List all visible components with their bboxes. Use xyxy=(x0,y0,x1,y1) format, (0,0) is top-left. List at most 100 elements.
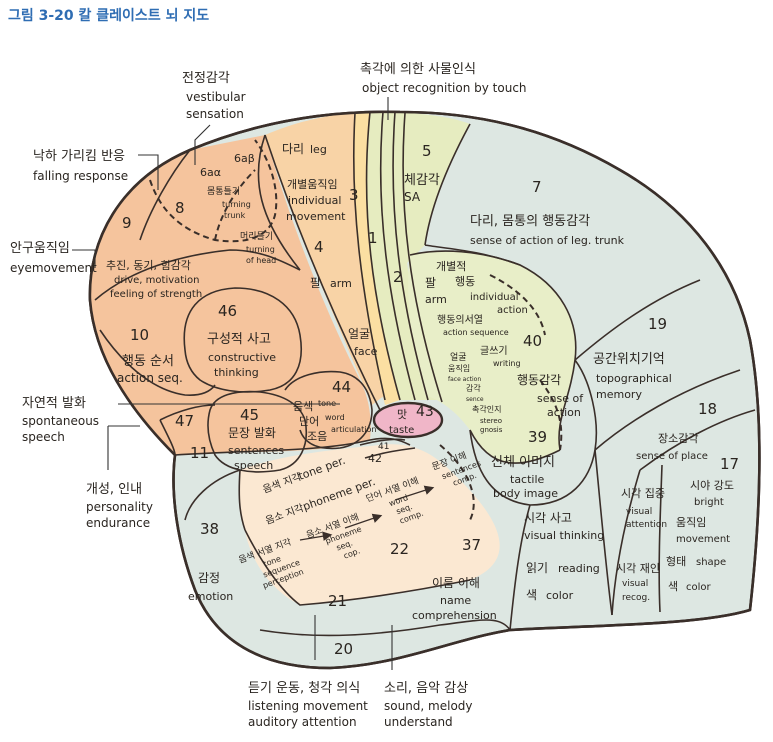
body-ko: 신체 이미지 xyxy=(491,455,555,470)
area-18: 18 xyxy=(698,400,717,418)
vrec-en2: recog. xyxy=(622,593,650,603)
callouts: 전정감각 vestibular sensation 촉각에 의한 사물인식 ob… xyxy=(10,62,527,729)
writing-en: writing xyxy=(493,359,521,368)
area-6ab: 6aβ xyxy=(234,152,255,165)
area-37: 37 xyxy=(462,536,481,554)
arm-en: arm xyxy=(330,277,352,290)
area-46-en1: constructive xyxy=(208,351,276,364)
topo-ko: 공간위치기억 xyxy=(593,352,665,367)
area-43: 43 xyxy=(416,404,434,420)
region-borders xyxy=(88,110,761,670)
bright-ko: 시야 강도 xyxy=(690,479,734,492)
artic-en: articulation xyxy=(331,425,376,434)
faceact-en: face action xyxy=(448,376,481,383)
body-en1: tactile xyxy=(510,473,545,486)
topo-en1: topographical xyxy=(596,372,672,385)
area-44: 44 xyxy=(332,378,351,396)
turning-trunk-en2: trunk xyxy=(224,211,246,220)
vthink-en: visual thinking xyxy=(524,529,604,542)
callout-person-en1: personality xyxy=(86,500,153,514)
region-area-40 xyxy=(408,251,576,464)
region-premotor xyxy=(265,113,385,405)
taste-en: taste xyxy=(389,425,414,436)
callout-listen-en1: listening movement xyxy=(248,699,368,713)
region-taste xyxy=(372,401,444,439)
area-8: 8 xyxy=(175,199,185,217)
read-en: reading xyxy=(558,562,600,575)
area-22: 22 xyxy=(390,540,409,558)
tone-ko: 음색 xyxy=(293,400,313,413)
indiv-en1: individual xyxy=(288,194,341,207)
area-1: 1 xyxy=(368,229,378,247)
drive-en2: feeling of strength xyxy=(110,289,202,300)
region-prefrontal xyxy=(89,135,371,455)
faceact-ko2: 움직임 xyxy=(448,363,470,373)
arm-ko: 팔 xyxy=(310,276,321,290)
callout-eye-ko: 안구움직임 xyxy=(10,241,70,256)
emotion-en: emotion xyxy=(188,590,233,603)
indact-en1: individual xyxy=(470,292,519,303)
area-21: 21 xyxy=(328,592,347,610)
turning-head-ko: 머리틀기 xyxy=(240,231,273,242)
artic-ko: 조음 xyxy=(307,430,327,443)
area-labels: 6aα 6aβ 8 9 몸통틀기 turning trunk 머리틀기 turn… xyxy=(106,142,739,658)
callout-person-ko: 개성, 인내 xyxy=(86,482,142,497)
area-7: 7 xyxy=(532,178,542,196)
soa-ko: 행동감각 xyxy=(517,372,561,387)
stereo-ko2: 촉각인지 xyxy=(472,404,501,414)
indiv-en2: movement xyxy=(286,210,346,223)
indact-ko2: 행동 xyxy=(455,275,475,288)
area-41: 41 xyxy=(378,442,389,452)
area-42: 42 xyxy=(368,452,382,465)
vrec-ko: 시각 재인 xyxy=(616,562,660,575)
legtrunk-en: sense of action of leg. trunk xyxy=(470,234,625,247)
area-2: 2 xyxy=(393,268,403,286)
callout-falling-ko: 낙하 가리킴 반응 xyxy=(33,149,125,164)
vrec-en1: visual xyxy=(622,579,648,589)
indact-en2: action xyxy=(497,305,528,316)
area-10-ko: 행동 순서 xyxy=(122,353,174,369)
region-temporal-superior xyxy=(239,444,500,605)
area-20: 20 xyxy=(334,640,353,658)
callout-vestibular-en1: vestibular xyxy=(186,90,246,104)
callout-touch-en: object recognition by touch xyxy=(362,81,527,95)
word-en: word xyxy=(325,413,345,422)
area-4: 4 xyxy=(314,238,324,256)
actseq-ko: 행동의서열 xyxy=(437,314,483,326)
color2-en: color xyxy=(546,589,574,602)
read-ko: 읽기 xyxy=(526,561,548,575)
shape-ko: 형태 xyxy=(666,555,686,568)
region-area-4 xyxy=(353,112,400,405)
callout-sound-ko: 소리, 음악 감상 xyxy=(384,681,468,696)
name-en1: name xyxy=(440,594,471,607)
area-47: 47 xyxy=(175,412,194,430)
callout-vestibular-ko: 전정감각 xyxy=(182,71,230,86)
turning-head-en1: turning xyxy=(246,245,275,254)
area-45-en1: sentences xyxy=(228,444,284,457)
area-46: 46 xyxy=(218,302,237,320)
vthink-ko: 시각 사고 xyxy=(524,511,572,525)
area-6aa: 6aα xyxy=(200,166,221,179)
soa-en2: action xyxy=(547,406,581,419)
area-3: 3 xyxy=(349,186,359,204)
area-38: 38 xyxy=(200,520,219,538)
name-ko: 이름 이해 xyxy=(432,576,480,590)
area-5: 5 xyxy=(422,142,432,160)
stereo-en2: gnosis xyxy=(480,426,503,434)
color-en: color xyxy=(686,582,712,593)
vatt-en2: attention xyxy=(626,520,667,530)
sa-en: SA xyxy=(404,190,421,204)
emotion-ko: 감정 xyxy=(198,571,220,585)
tone-en: tone xyxy=(318,399,336,408)
drive-en1: drive, motivation xyxy=(114,275,199,286)
word-ko: 단어 xyxy=(299,415,319,428)
callout-sound-en2: understand xyxy=(384,715,453,729)
area-10-en: action seq. xyxy=(117,371,183,385)
drive-ko: 추진, 동기, 힘감각 xyxy=(106,259,191,272)
face-en: face xyxy=(354,345,378,358)
topo-en2: memory xyxy=(596,388,642,401)
callout-spont-en2: speech xyxy=(22,430,65,444)
area-46-en2: thinking xyxy=(214,366,259,379)
area-45: 45 xyxy=(240,406,259,424)
region-area-5 xyxy=(399,113,470,270)
